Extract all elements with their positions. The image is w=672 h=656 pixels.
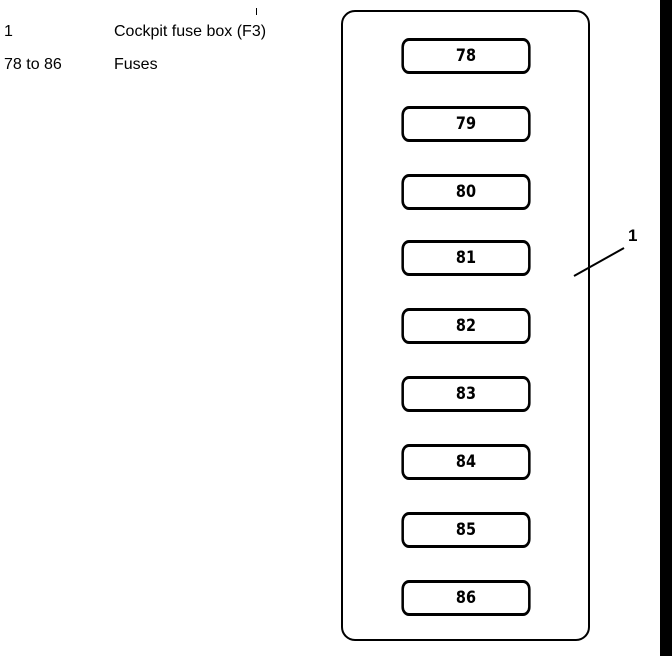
fuse-86: 86 — [401, 580, 531, 616]
fuse-label: 78 — [455, 46, 477, 66]
callout-label: 1 — [628, 226, 638, 245]
fuse-81: 81 — [401, 240, 531, 276]
legend-description: Fuses — [114, 56, 158, 73]
leader-line — [573, 247, 625, 277]
fuse-78: 78 — [401, 38, 531, 74]
fuse-label: 80 — [455, 182, 477, 202]
right-edge-bar — [660, 0, 672, 656]
legend-description: Cockpit fuse box (F3) — [114, 23, 267, 40]
tick-mark — [256, 8, 257, 15]
fuse-82: 82 — [401, 308, 531, 344]
fuse-label: 79 — [455, 114, 477, 134]
fuse-label: 82 — [455, 316, 477, 336]
legend-key: 1 — [4, 23, 13, 40]
fuse-79: 79 — [401, 106, 531, 142]
legend-key: 78 to 86 — [4, 56, 62, 73]
fuse-label: 81 — [455, 248, 477, 268]
callout-leader-line — [573, 247, 625, 277]
fuse-label: 86 — [455, 588, 477, 608]
fuse-80: 80 — [401, 174, 531, 210]
cockpit-fuse-box-outline — [341, 10, 590, 641]
fuse-label: 85 — [455, 520, 477, 540]
fuse-84: 84 — [401, 444, 531, 480]
fuse-85: 85 — [401, 512, 531, 548]
fuse-83: 83 — [401, 376, 531, 412]
fuse-label: 83 — [455, 384, 477, 404]
fuse-label: 84 — [455, 452, 477, 472]
